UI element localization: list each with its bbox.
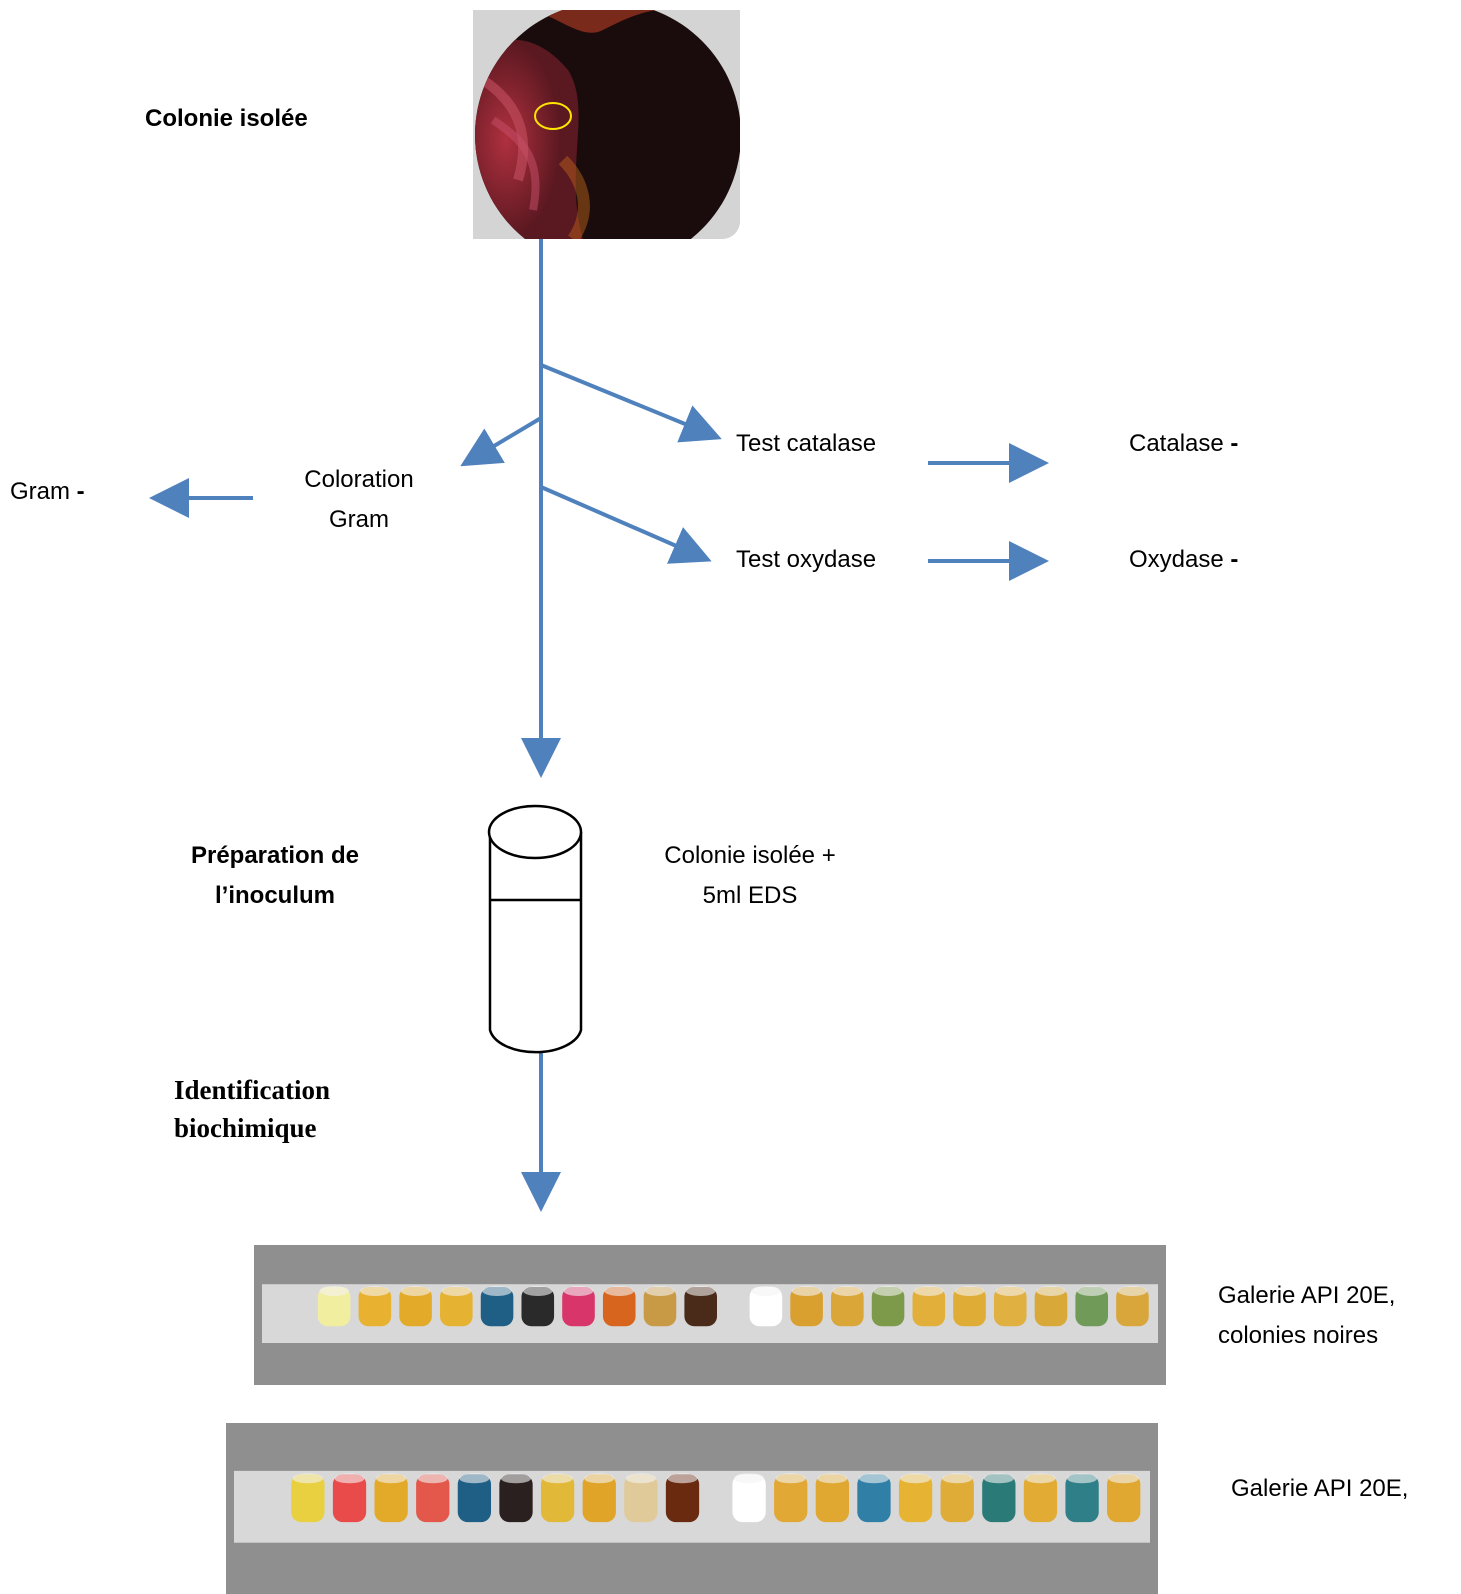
coloration-gram-line1: Coloration [304,466,414,493]
preparation-line1: Préparation de [190,842,360,869]
strip-cupule [480,1287,514,1327]
strip-cupule [790,1287,823,1327]
strip-cupule [665,1474,700,1523]
strip-cupule [1116,1287,1149,1327]
identification-line1: Identification [174,1075,331,1105]
strip-cupule [831,1287,864,1327]
preparation-line2: l’inoculum [215,882,335,909]
strip-cupule [898,1474,933,1523]
strip-cupule [540,1474,575,1523]
inoculum-description-label: Colonie isolée + 5ml EDS [645,836,855,916]
galerie1-line2: colonies noires [1218,1322,1379,1349]
strip-cupule [982,1474,1016,1523]
strip-cupule [624,1474,658,1523]
strip-cupule [440,1287,473,1327]
test-oxydase-label: Test oxydase [736,546,877,573]
strip-cupule [499,1474,533,1523]
strip-cupule [912,1287,946,1327]
identification-biochimique-label: Identification biochimique [174,1071,330,1147]
highlight-circle [534,102,572,130]
catalase-result-label: Catalase - [1129,424,1238,464]
strip-cupule [1075,1287,1109,1327]
petri-dish-photo-icon [473,10,740,239]
strip-cupule [993,1287,1027,1327]
strip-cupule [1065,1474,1099,1523]
coloration-gram-line2: Gram [329,506,389,533]
galerie2-line1: Galerie API 20E, [1231,1475,1409,1502]
strip-cupule [732,1474,766,1523]
inoculum-line1: Colonie isolée + [664,842,836,869]
coloration-gram-label: Coloration Gram [284,460,434,540]
strip-cupule [582,1474,616,1523]
test-catalase-label: Test catalase [736,430,877,457]
api-20e-strip-photo-icon [254,1245,1166,1385]
strip-cupule [374,1474,408,1523]
arrow-to-test-catalase [540,363,722,443]
gram-result-sign: - [76,478,85,505]
strip-cupule [562,1287,595,1327]
strip-cupule [940,1474,974,1523]
gram-result-label: Gram - [10,472,85,512]
strip-cupule [815,1474,849,1523]
oxydase-result-text: Oxydase [1129,546,1231,573]
preparation-inoculum-label: Préparation de l’inoculum [160,836,390,916]
strip-cupule [602,1287,636,1327]
colonie-isolee-title: Colonie isolée [145,105,308,132]
strip-cupule [1107,1474,1141,1523]
galerie1-line1: Galerie API 20E, [1218,1282,1396,1309]
strip-cupule [857,1474,891,1523]
strip-cupule [1023,1474,1058,1523]
galerie1-label: Galerie API 20E, colonies noires [1218,1276,1395,1356]
oxydase-result-sign: - [1230,546,1239,573]
api-20e-strip-photo-icon [226,1423,1158,1594]
inoculum-line2: 5ml EDS [702,882,798,909]
catalase-result-text: Catalase [1129,430,1231,457]
strip-cupule [291,1474,325,1523]
catalase-result-sign: - [1230,430,1239,457]
strip-cupule [317,1287,351,1327]
strip-cupule [871,1287,905,1327]
strip-cupule [684,1287,717,1327]
strip-cupule [358,1287,392,1327]
galerie2-label: Galerie API 20E, [1231,1469,1408,1509]
strip-cupule [457,1474,492,1523]
strip-cupule [953,1287,986,1327]
oxydase-result-label: Oxydase - [1129,540,1238,580]
strip-cupule [521,1287,555,1327]
gram-result-text: Gram [10,478,77,505]
arrow-to-coloration-gram [460,416,543,467]
strip-cupule [416,1474,450,1523]
strip-cupule [749,1287,783,1327]
strip-cupule [399,1287,432,1327]
strip-cupule [774,1474,808,1523]
test-tube-icon [487,804,583,1054]
strip-cupule [332,1474,367,1523]
arrow-to-test-oxydase [540,485,712,564]
strip-cupule [1034,1287,1068,1327]
strip-cupule [643,1287,677,1327]
identification-line2: biochimique [174,1113,317,1143]
